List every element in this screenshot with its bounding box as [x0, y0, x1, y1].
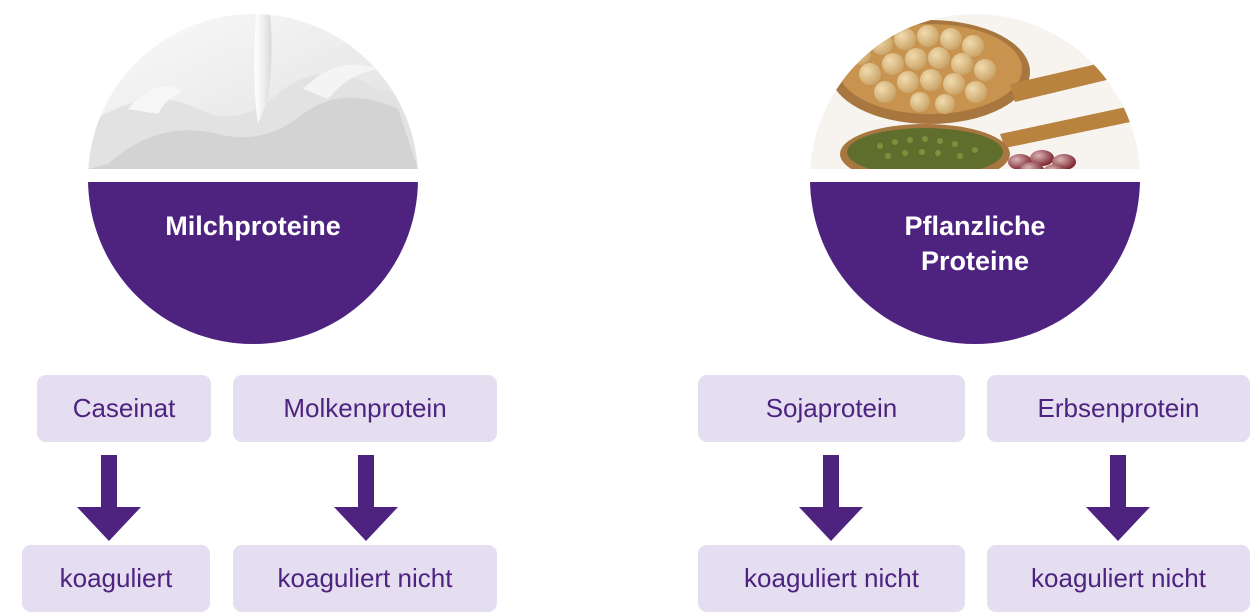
result-box-molkenprotein: koaguliert nicht — [233, 545, 497, 612]
source-box-erbsenprotein: Erbsenprotein — [987, 375, 1250, 442]
source-box-molkenprotein: Molkenprotein — [233, 375, 497, 442]
source-box-caseinat: Caseinat — [37, 375, 211, 442]
legumes-spoons-photo — [810, 14, 1140, 169]
caption-line: Milchproteine — [165, 211, 341, 241]
result-label: koaguliert nicht — [277, 563, 453, 593]
caption-line: Proteine — [920, 246, 1029, 276]
milk-protein-circle: Milchproteine — [88, 14, 418, 344]
arrow-down-icon — [1086, 455, 1150, 541]
source-label: Molkenprotein — [283, 393, 447, 423]
legumes-spoons-icon — [810, 14, 1140, 169]
milk-splash-photo — [88, 14, 418, 169]
arrow-down-icon — [334, 455, 398, 541]
arrow-down-icon — [77, 455, 141, 541]
plant-protein-circle: Pflanzliche Proteine — [810, 14, 1140, 344]
source-label: Erbsenprotein — [1037, 393, 1200, 423]
result-box-erbsenprotein: koaguliert nicht — [987, 545, 1250, 612]
milk-splash-icon — [88, 14, 418, 169]
result-box-caseinat: koaguliert — [22, 545, 210, 612]
milk-protein-caption: Milchproteine — [88, 182, 418, 344]
result-label: koaguliert nicht — [744, 563, 919, 593]
source-box-sojaprotein: Sojaprotein — [698, 375, 965, 442]
result-label: koaguliert nicht — [1031, 563, 1206, 593]
plant-protein-caption: Pflanzliche Proteine — [810, 182, 1140, 344]
source-label: Sojaprotein — [765, 393, 898, 423]
result-box-sojaprotein: koaguliert nicht — [698, 545, 965, 612]
source-label: Caseinat — [72, 393, 176, 423]
arrow-down-icon — [799, 455, 863, 541]
caption-line: Pflanzliche — [904, 211, 1046, 241]
result-label: koaguliert — [59, 563, 173, 593]
